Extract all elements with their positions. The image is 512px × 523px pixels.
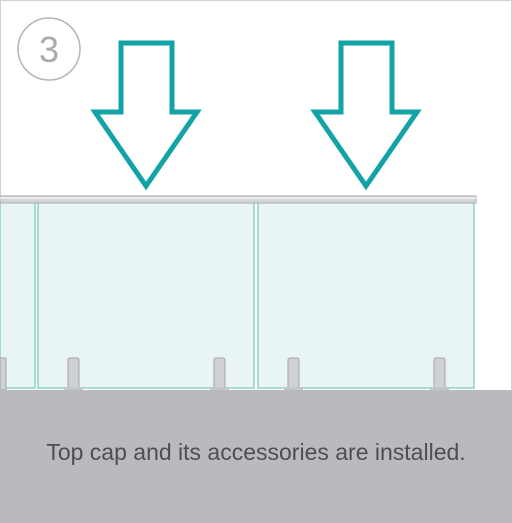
glass-panel-right bbox=[257, 201, 475, 389]
glass-panel-middle bbox=[37, 201, 255, 389]
down-arrow-icon bbox=[310, 40, 422, 191]
spigot-post bbox=[0, 357, 7, 391]
spigot-posts bbox=[0, 357, 449, 391]
top-cap-rail bbox=[0, 195, 477, 204]
caption-text: Top cap and its accessories are installe… bbox=[46, 439, 466, 465]
down-arrow-icon bbox=[90, 40, 202, 191]
spigot-post bbox=[210, 357, 229, 391]
spigot-post bbox=[430, 357, 449, 391]
step-circle-icon: 3 bbox=[17, 17, 81, 81]
caption-bar: Top cap and its accessories are installe… bbox=[0, 390, 512, 523]
step-number: 3 bbox=[39, 29, 59, 70]
